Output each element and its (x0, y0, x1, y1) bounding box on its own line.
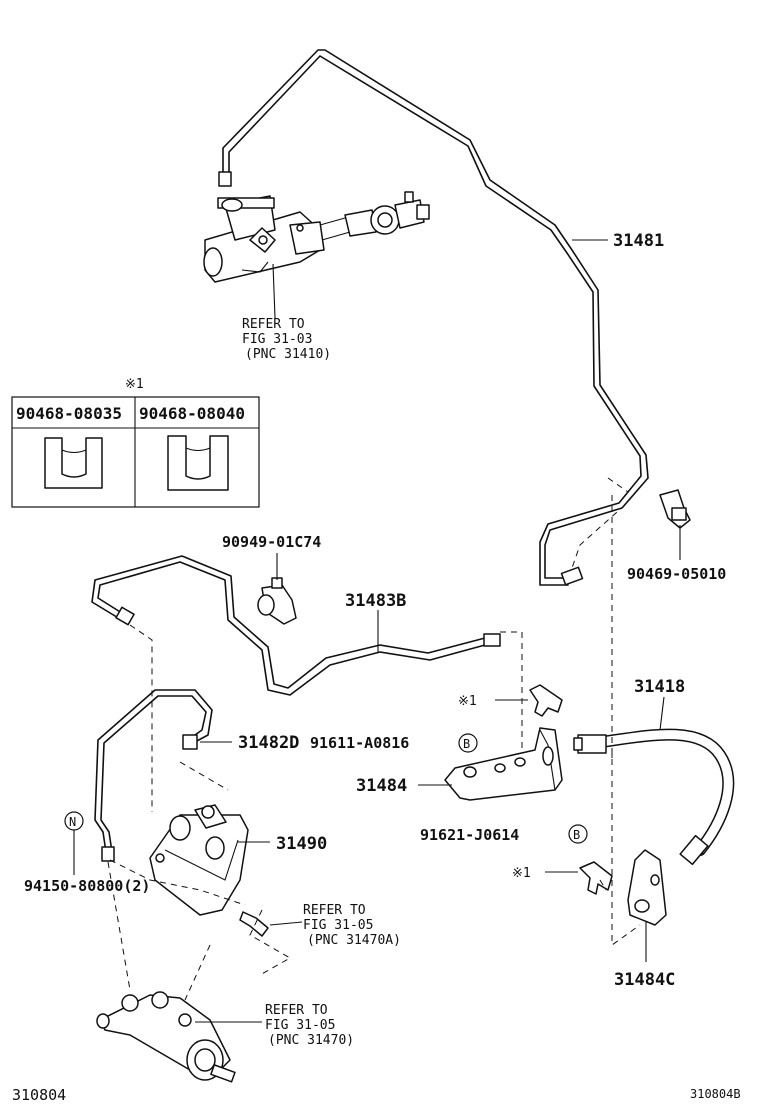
ref3-line2: FIG 31-05 (265, 1018, 335, 1033)
bracket-31484[interactable] (444, 727, 563, 801)
label-90469-05010[interactable]: 90469-05010 (627, 565, 726, 583)
pipe-31481[interactable] (222, 49, 649, 586)
label-31484c[interactable]: 31484C (614, 970, 675, 990)
ref2-line3: (PNC 31470A) (307, 933, 401, 948)
dashed-guides (107, 477, 641, 1001)
fitting-31482d-bottom (101, 846, 115, 862)
ref1-line1: REFER TO (242, 317, 305, 332)
label-94150-80800[interactable]: 94150-80800(2) (24, 877, 150, 895)
label-31482d[interactable]: 31482D (238, 733, 299, 753)
clutch-master-cylinder[interactable] (203, 191, 430, 283)
ref3-line1: REFER TO (265, 1003, 328, 1018)
ref1-line3: (PNC 31410) (245, 347, 331, 362)
fitting-31482d (182, 734, 198, 750)
ref2-line1: REFER TO (303, 903, 366, 918)
ref2-line2: FIG 31-05 (303, 918, 373, 933)
pipe-fitting-top (218, 171, 232, 187)
ref1-line2: FIG 31-03 (242, 332, 312, 347)
fitting-31483b-right (483, 633, 501, 647)
leader-31418 (659, 696, 665, 731)
marker-b-2: B (568, 824, 588, 844)
label-31483b[interactable]: 31483B (345, 591, 406, 611)
marker-n: N (64, 811, 84, 831)
marker-b-1: B (458, 733, 478, 753)
note-clip-lower: ※1 (512, 866, 531, 881)
pipe-fitting-right (560, 566, 584, 586)
clip-part-90468-08035[interactable]: 90468-08035 (16, 404, 122, 423)
label-31418[interactable]: 31418 (634, 677, 685, 697)
hose-31418[interactable] (573, 728, 735, 866)
clip-icon-small (44, 437, 103, 489)
note-clip-upper: ※1 (458, 694, 477, 709)
pipe-31483b[interactable] (91, 555, 486, 696)
label-31490[interactable]: 31490 (276, 834, 327, 854)
clip-upper (529, 684, 563, 717)
bracket-31484c[interactable] (627, 849, 667, 926)
figure-id-left: 310804 (12, 1086, 66, 1104)
clip-table: ※1 90468-08035 90468-08040 (11, 377, 260, 508)
clip-lower (579, 861, 613, 895)
clip-icon-large (167, 435, 229, 491)
clamp-90469[interactable] (659, 489, 691, 529)
bolt-31470a (239, 911, 269, 937)
leader-ref2 (269, 921, 303, 926)
ref3-line3: (PNC 31470) (268, 1033, 354, 1048)
clutch-release-cylinder[interactable] (96, 991, 236, 1083)
figure-id-right: 310804B (690, 1087, 741, 1101)
svg-text:B: B (573, 828, 580, 842)
leader-master-cylinder (272, 263, 276, 319)
label-91621-j0614[interactable]: 91621-J0614 (420, 826, 519, 844)
clip-part-90468-08040[interactable]: 90468-08040 (139, 404, 245, 423)
fitting-31483b-left (115, 606, 135, 626)
svg-text:N: N (69, 815, 76, 829)
clip-table-note: ※1 (125, 377, 144, 392)
label-31484[interactable]: 31484 (356, 776, 407, 796)
label-90949-01c74[interactable]: 90949-01C74 (222, 533, 321, 551)
part-90949-switch[interactable] (257, 577, 297, 625)
label-31481[interactable]: 31481 (613, 231, 664, 251)
label-91611-a0816[interactable]: 91611-A0816 (310, 734, 409, 752)
svg-text:B: B (463, 737, 470, 751)
part-31490-damper[interactable] (149, 804, 249, 916)
pipe-31482d[interactable] (94, 689, 213, 853)
